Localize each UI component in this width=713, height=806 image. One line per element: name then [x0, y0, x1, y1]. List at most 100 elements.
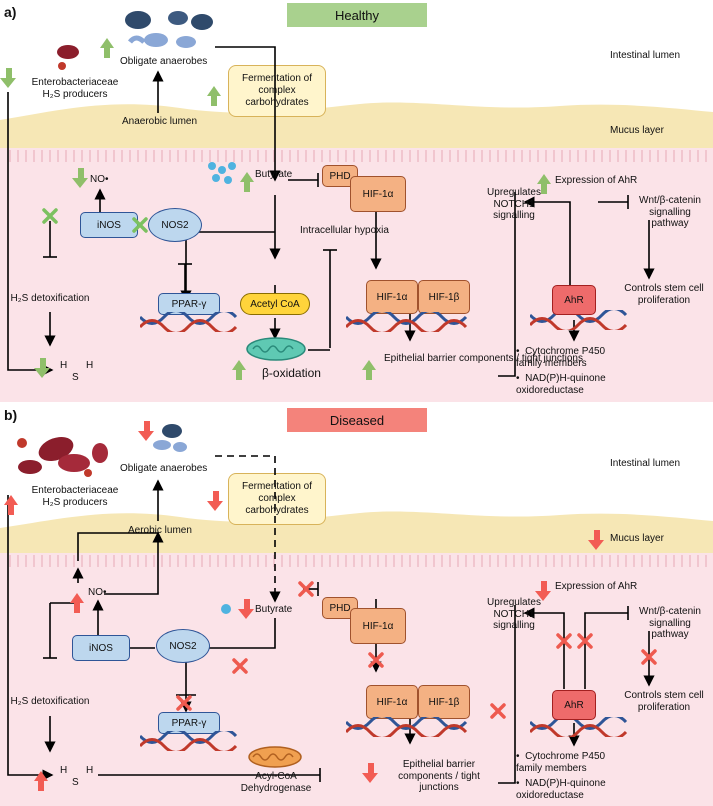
inhibition-cross-icon [298, 581, 314, 597]
h-atom: H [86, 360, 94, 371]
dna-helix-icon [530, 310, 628, 330]
hif1b-box: HIF-1β [418, 685, 470, 719]
h-atom: H [60, 765, 68, 776]
butyrate-label: Butyrate [255, 604, 293, 615]
panel-a-background [0, 102, 713, 403]
pparg-box: PPAR-γ [158, 293, 220, 315]
inhibition-cross-icon [42, 208, 58, 224]
hif1a-dimer-box: HIF-1α [366, 280, 418, 314]
down-arrow-icon [238, 599, 254, 619]
inhibition-cross-icon [556, 633, 572, 649]
ahr-box: AhR [552, 285, 596, 315]
phd-box: PHD [322, 597, 358, 619]
down-arrow-icon [34, 358, 50, 378]
up-arrow-icon [70, 593, 84, 613]
butyrate-droplet-icon [221, 604, 231, 614]
down-arrow-icon [72, 168, 88, 188]
upregulates-notch-label: Upregulates NOTCH1 signalling [487, 597, 541, 631]
intestinal-lumen-label: Intestinal lumen [610, 50, 681, 61]
inhibition-cross-icon [232, 658, 248, 674]
ahr-target-list: • Cytochrome P450 family members • NAD(P… [516, 751, 612, 801]
ahr-target-list: • Cytochrome P450 family members • NAD(P… [516, 346, 612, 396]
obligate-anaerobes-icon [153, 424, 187, 452]
h-atom: H [60, 360, 68, 371]
nos2-ellipse: NOS2 [156, 629, 210, 663]
inos-box: iNOS [80, 212, 138, 238]
panel-b-indicators [4, 421, 657, 791]
wnt-pathway-label: Wnt/β-catenin signalling pathway [639, 606, 701, 640]
obligate-anaerobes-label: Obligate anaerobes [120, 463, 208, 474]
enterobacteriaceae-icon [17, 436, 108, 477]
bullet-cytochrome: • Cytochrome P450 family members [516, 346, 606, 369]
dna-helix-icon [346, 717, 468, 737]
mitochondrion-icon [246, 337, 306, 361]
bullet-nadph: • NAD(P)H-quinone oxidoreductase [516, 778, 606, 801]
bullet-cytochrome: • Cytochrome P450 family members [516, 751, 606, 774]
epithelial-barrier-label: Epithelial barrier components / tight ju… [384, 353, 583, 364]
inhibition-cross-icon [641, 649, 657, 665]
h2s-molecule: H S H [60, 761, 100, 791]
enterobacteriaceae-icon [57, 45, 79, 70]
s-atom: S [72, 777, 79, 788]
up-arrow-icon [362, 360, 376, 380]
obligate-anaerobes-label: Obligate anaerobes [120, 56, 208, 67]
enterobacteriaceae-text: Enterobacteriaceae [31, 77, 119, 88]
enterobacteriaceae-label: Enterobacteriaceae H₂S producers [30, 77, 120, 100]
ahr-box: AhR [552, 690, 596, 720]
wnt-pathway-label: Wnt/β-catenin signalling pathway [639, 195, 701, 229]
healthy-banner: Healthy [287, 3, 427, 27]
panel-b: b) Diseased Intestinal lumen Mucus layer… [0, 403, 713, 806]
up-arrow-icon [100, 38, 114, 58]
no-radical-label: NO• [88, 587, 107, 598]
beta-oxidation-label: β-oxidation [262, 366, 321, 380]
up-arrow-icon [240, 172, 254, 192]
inos-box: iNOS [72, 635, 130, 661]
down-arrow-icon [535, 581, 551, 601]
controls-stem-label: Controls stem cell proliferation [624, 690, 704, 713]
nos2-ellipse: NOS2 [148, 208, 202, 242]
enterobacteriaceae-label: Enterobacteriaceae H₂S producers [30, 485, 120, 508]
down-arrow-icon [138, 421, 154, 441]
dna-helix-icon [346, 312, 468, 332]
bullet-nadph-text: NAD(P)H-quinone oxidoreductase [516, 778, 606, 801]
inhibition-cross-icon [490, 703, 506, 719]
s-atom: S [72, 372, 79, 383]
aerobic-lumen-label: Aerobic lumen [128, 525, 192, 536]
inhibition-cross-icon [132, 217, 148, 233]
fermentation-box: Fermentation of complex carbohydrates [228, 473, 326, 525]
down-arrow-icon [0, 68, 16, 88]
mucus-layer-label: Mucus layer [610, 125, 664, 136]
inhibition-cross-icon [577, 633, 593, 649]
up-arrow-icon [34, 771, 48, 791]
panel-a: a) Healthy Intestinal lumen Mucus layer … [0, 3, 713, 403]
down-arrow-icon [588, 530, 604, 550]
no-radical-label: NO• [90, 174, 109, 185]
down-arrow-icon [207, 491, 223, 511]
inhibition-cross-icon [368, 652, 384, 668]
diseased-banner: Diseased [287, 408, 427, 432]
intracellular-hypoxia-label: Intracellular hypoxia [300, 225, 389, 236]
hif1a-box: HIF-1α [350, 608, 406, 644]
down-arrow-icon [362, 763, 378, 783]
anaerobic-lumen-label: Anaerobic lumen [122, 116, 198, 127]
up-arrow-icon [207, 86, 221, 106]
h2s-detox-label: H₂S detoxification [10, 293, 90, 304]
h-atom: H [86, 765, 94, 776]
butyrate-droplets-icon [208, 162, 236, 184]
upregulates-notch-label: Upregulates NOTCH1 signalling [487, 187, 541, 221]
h2s-detox-label: H₂S detoxification [10, 696, 90, 707]
hif1a-box: HIF-1α [350, 176, 406, 212]
enterobacteriaceae-text: Enterobacteriaceae [31, 485, 119, 496]
fermentation-box: Fermentation of complex carbohydrates [228, 65, 326, 117]
expression-ahr-label: Expression of AhR [555, 175, 638, 186]
inhibition-cross-icon [176, 695, 192, 711]
panel-a-indicators [0, 38, 551, 380]
controls-stem-label: Controls stem cell proliferation [624, 283, 704, 306]
obligate-anaerobes-icon [125, 11, 213, 48]
expression-ahr-label: Expression of AhR [555, 581, 638, 592]
pparg-box: PPAR-γ [158, 712, 220, 734]
panel-a-label: a) [4, 4, 17, 20]
h2s-molecule: H S H [60, 356, 100, 386]
bullet-cytochrome-text: Cytochrome P450 family members [516, 751, 606, 774]
intestinal-lumen-label: Intestinal lumen [610, 458, 681, 469]
